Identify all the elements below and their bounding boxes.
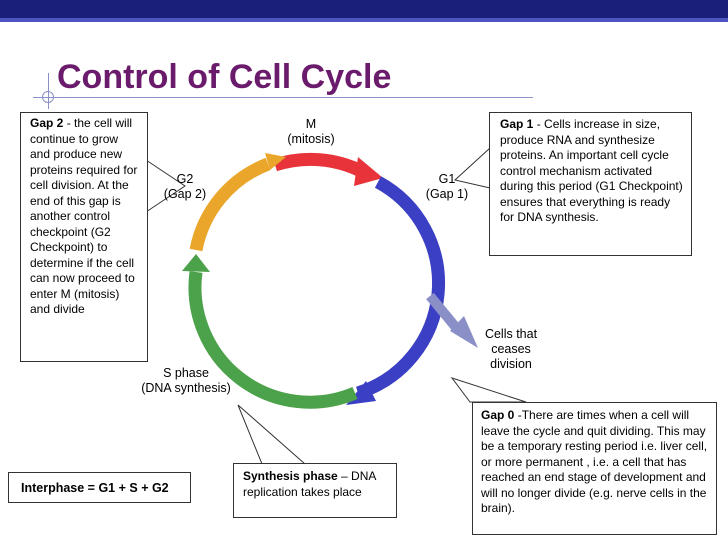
m-phase-arc — [272, 152, 366, 178]
label-g0: Cells that ceases division — [478, 327, 544, 372]
gap1-callout: Gap 1 - Cells increase in size, produce … — [489, 112, 692, 256]
label-m-line2: (mitosis) — [287, 132, 335, 146]
label-g2: G2 (Gap 2) — [158, 172, 212, 202]
label-g1: G1 (Gap 1) — [420, 172, 474, 202]
title-underline — [33, 97, 533, 98]
gap2-heading: Gap 2 — [30, 116, 64, 130]
top-bar-stripe — [0, 18, 728, 22]
synthesis-callout-pointer — [237, 404, 307, 465]
gap0-text: -There are times when a cell will leave … — [481, 408, 708, 515]
g0-exit-arrow-shaft — [426, 292, 462, 334]
gap2-text: - the cell will continue to grow and pro… — [30, 116, 138, 316]
synthesis-text: – DNA replication takes place — [243, 469, 376, 499]
g2-phase-arrowhead — [265, 153, 286, 170]
label-g1-line1: G1 — [438, 172, 456, 186]
m-phase-arrowhead — [354, 157, 383, 186]
label-g2-line2: (Gap 2) — [163, 187, 207, 201]
slide-title: Control of Cell Cycle — [57, 58, 392, 96]
label-g0-line1: Cells that — [484, 327, 538, 341]
label-g1-line2: (Gap 1) — [425, 187, 469, 201]
gap1-text: - Cells increase in size, produce RNA an… — [500, 117, 683, 224]
label-s: S phase (DNA synthesis) — [132, 366, 240, 396]
label-g2-line1: G2 — [176, 172, 194, 186]
gap0-callout-pointer — [450, 377, 527, 403]
synthesis-callout: Synthesis phase – DNA replication takes … — [233, 463, 397, 518]
gap1-heading: Gap 1 — [500, 117, 534, 131]
s-phase-arc — [188, 271, 358, 409]
label-m-line1: M — [305, 117, 317, 131]
label-m: M (mitosis) — [283, 117, 339, 147]
label-s-line1: S phase — [163, 366, 209, 380]
interphase-box: Interphase = G1 + S + G2 — [8, 472, 191, 503]
g1-phase-arc — [356, 176, 446, 400]
label-s-line2: (DNA synthesis) — [141, 381, 231, 395]
g0-exit-arrowhead — [450, 316, 478, 348]
g2-phase-arc — [189, 157, 271, 252]
synthesis-heading: Synthesis phase — [243, 469, 338, 483]
gap0-callout: Gap 0 -There are times when a cell will … — [472, 402, 717, 535]
label-g0-line3: division — [490, 357, 532, 371]
top-bar — [0, 0, 728, 22]
gap0-heading: Gap 0 — [481, 408, 515, 422]
label-g0-line2: ceases — [491, 342, 531, 356]
gap2-callout: Gap 2 - the cell will continue to grow a… — [20, 112, 148, 362]
interphase-text: Interphase = G1 + S + G2 — [21, 481, 169, 495]
s-phase-arrowhead — [182, 254, 210, 272]
